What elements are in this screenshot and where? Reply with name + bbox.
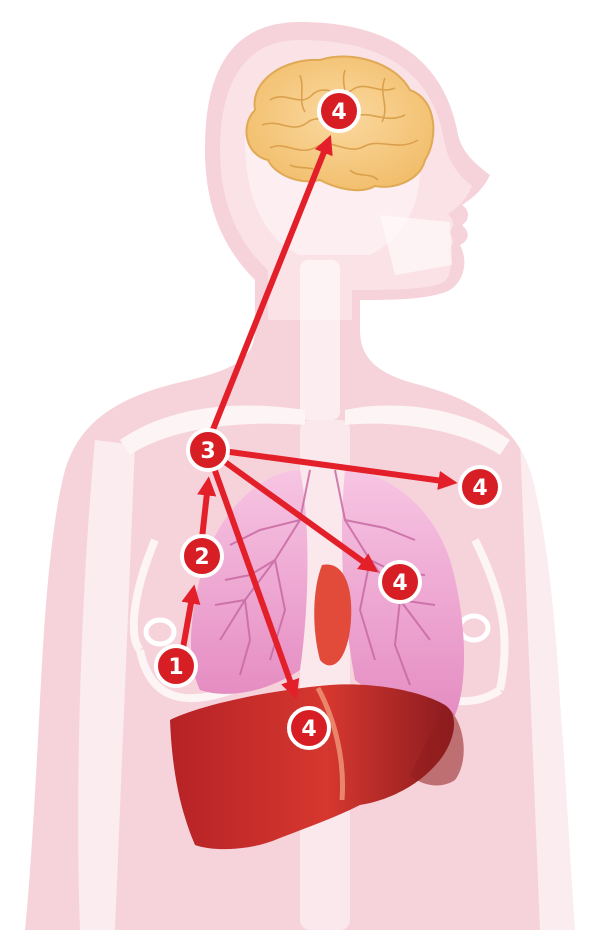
badge-label: 2 [194,545,209,570]
badge-label: 4 [472,476,487,501]
badge-label: 4 [301,717,316,742]
badge-label: 4 [392,571,407,596]
badge-brain: 4 [319,91,359,131]
badge-spread: 2 [182,536,222,576]
breast-marker-right [460,616,488,640]
breast-marker-left [146,620,174,644]
badge-liver: 4 [289,708,329,748]
badge-label: 4 [331,100,346,125]
badge-origin: 1 [156,646,196,686]
badge-lung: 4 [380,562,420,602]
badge-label: 1 [168,655,183,680]
badge-hub: 3 [188,430,228,470]
badge-label: 3 [200,439,215,464]
badge-bone: 4 [460,467,500,507]
